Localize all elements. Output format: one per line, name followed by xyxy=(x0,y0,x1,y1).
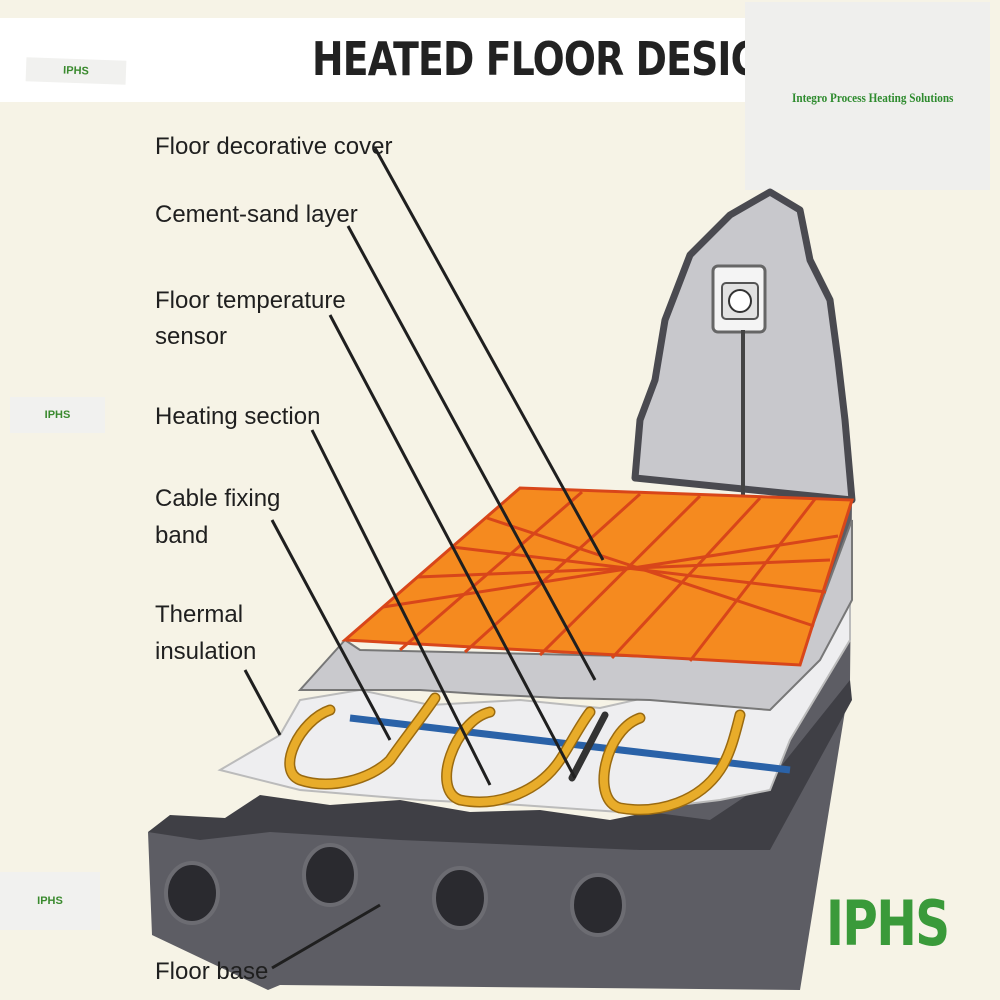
brand-panel xyxy=(745,2,990,190)
label-floor-cover: Floor decorative cover xyxy=(155,133,393,160)
company-name: Integro Process Heating Solutions xyxy=(792,90,954,105)
leader-lines xyxy=(243,147,605,970)
label-fixing-line2: band xyxy=(155,522,209,549)
watermark-iphs: IPHS xyxy=(10,397,105,433)
label-sensor-line1: Floor temperature xyxy=(155,287,346,314)
iphs-logo: IPHS xyxy=(826,887,950,960)
thermostat xyxy=(711,264,767,495)
slab-holes xyxy=(164,843,626,937)
label-insulation-line2: insulation xyxy=(155,638,257,665)
label-insulation-line1: Thermal xyxy=(155,601,244,628)
watermark-iphs: IPHS xyxy=(0,872,100,930)
label-floor-base: Floor base xyxy=(155,958,269,985)
tile-layer xyxy=(341,486,855,667)
temperature-sensor xyxy=(568,711,609,782)
label-fixing-line1: Cable fixing xyxy=(155,485,281,512)
label-cement-sand: Cement-sand layer xyxy=(155,201,358,228)
label-heating-section: Heating section xyxy=(155,403,321,430)
label-sensor-line2: sensor xyxy=(155,323,228,350)
heating-cable xyxy=(284,692,746,816)
